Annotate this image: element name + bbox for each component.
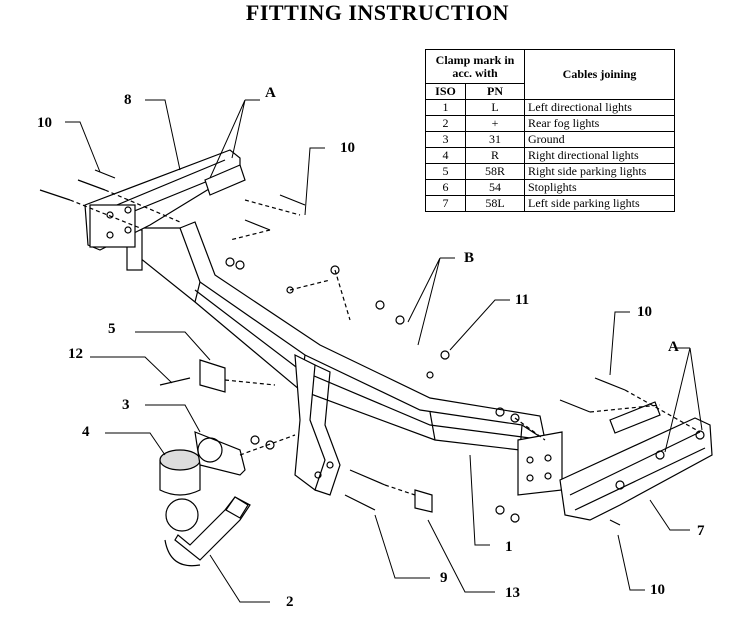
cell-desc: Ground [524, 131, 675, 148]
label-5: 5 [108, 321, 116, 337]
label-2: 2 [286, 594, 294, 610]
label-10-right: 10 [637, 304, 652, 320]
label-10-bottom-right: 10 [650, 582, 665, 598]
leader-lines [65, 99, 703, 603]
label-12: 12 [68, 346, 83, 362]
ball-mount [164, 496, 251, 567]
cell-desc: Right directional lights [524, 147, 675, 164]
label-a-left: A [265, 85, 276, 101]
label-11: 11 [515, 292, 529, 308]
header-cables-joining: Cables joining [524, 49, 675, 100]
cell-pn: 58L [465, 195, 525, 212]
header-clamp-mark: Clamp mark in acc. with [425, 49, 525, 84]
label-b: B [464, 250, 474, 266]
label-a-right: A [668, 339, 679, 355]
label-7: 7 [697, 523, 705, 539]
cell-desc: Right side parking lights [524, 163, 675, 180]
label-8: 8 [124, 92, 132, 108]
label-9: 9 [440, 570, 448, 586]
label-3: 3 [122, 397, 130, 413]
clamp-brackets [199, 359, 433, 513]
label-13: 13 [505, 585, 520, 601]
assembly-dashed-lines [69, 189, 701, 496]
label-4: 4 [82, 424, 90, 440]
cell-iso: 7 [425, 195, 466, 212]
label-1: 1 [505, 539, 513, 555]
left-bracket [84, 149, 246, 251]
cell-desc: Stoplights [524, 179, 675, 196]
label-10-top-mid: 10 [340, 140, 355, 156]
hanger-plates [294, 353, 341, 496]
cell-desc: Left side parking lights [524, 195, 675, 212]
cables-joining-table: Clamp mark in acc. with Cables joining I… [425, 49, 675, 212]
cell-pn: 54 [465, 179, 525, 196]
header-pn: PN [465, 83, 525, 100]
page-title: FITTING INSTRUCTION [245, 0, 510, 25]
electrical-socket [159, 449, 201, 496]
fasteners [39, 169, 626, 526]
socket-plate [194, 431, 246, 476]
right-bracket [559, 401, 713, 521]
label-10-top-left: 10 [37, 115, 52, 131]
cell-pn: 31 [465, 131, 525, 148]
